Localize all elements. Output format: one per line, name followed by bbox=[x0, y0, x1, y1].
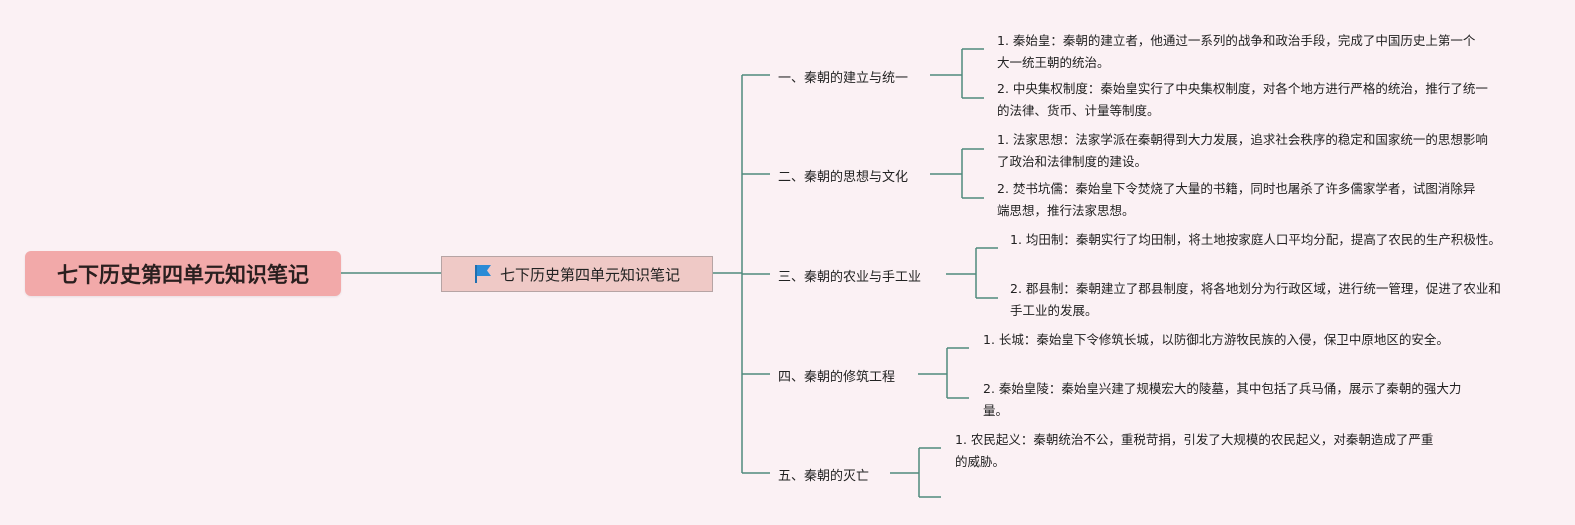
leaf-text: 2. 中央集权制度：秦始皇实行了中央集权制度，对各个地方进行严格的统治，推行了统… bbox=[997, 81, 1488, 118]
topic-node[interactable]: 五、秦朝的灭亡 bbox=[778, 465, 869, 484]
leaf-text: 1. 农民起义：秦朝统治不公，重税苛捐，引发了大规模的农民起义，对秦朝造成了严重… bbox=[955, 432, 1434, 469]
leaf-note[interactable]: 1. 长城：秦始皇下令修筑长城，以防御北方游牧民族的入侵，保卫中原地区的安全。 bbox=[983, 329, 1471, 351]
leaf-text: 1. 秦始皇：秦朝的建立者，他通过一系列的战争和政治手段，完成了中国历史上第一个… bbox=[997, 33, 1476, 70]
topic-label: 四、秦朝的修筑工程 bbox=[778, 370, 896, 385]
flag-icon bbox=[474, 265, 491, 283]
topic-node[interactable]: 一、秦朝的建立与统一 bbox=[778, 67, 908, 86]
leaf-note[interactable]: 1. 秦始皇：秦朝的建立者，他通过一系列的战争和政治手段，完成了中国历史上第一个… bbox=[997, 30, 1487, 74]
leaf-text: 2. 焚书坑儒：秦始皇下令焚烧了大量的书籍，同时也屠杀了许多儒家学者，试图消除异… bbox=[997, 181, 1476, 218]
topic-label: 三、秦朝的农业与手工业 bbox=[778, 270, 922, 285]
root-title: 七下历史第四单元知识笔记 bbox=[57, 262, 309, 287]
leaf-text: 1. 均田制：秦朝实行了均田制，将土地按家庭人口平均分配，提高了农民的生产积极性… bbox=[1010, 232, 1501, 247]
root-node[interactable]: 七下历史第四单元知识笔记 bbox=[25, 251, 341, 296]
leaf-note[interactable]: 2. 郡县制：秦朝建立了郡县制度，将各地划分为行政区域，进行统一管理，促进了农业… bbox=[1010, 278, 1504, 322]
leaf-note[interactable]: 2. 焚书坑儒：秦始皇下令焚烧了大量的书籍，同时也屠杀了许多儒家学者，试图消除异… bbox=[997, 178, 1487, 222]
leaf-text: 2. 秦始皇陵：秦始皇兴建了规模宏大的陵墓，其中包括了兵马俑，展示了秦朝的强大力… bbox=[983, 381, 1462, 418]
topic-node[interactable]: 二、秦朝的思想与文化 bbox=[778, 166, 908, 185]
leaf-text: 1. 法家思想：法家学派在秦朝得到大力发展，追求社会秩序的稳定和国家统一的思想影… bbox=[997, 132, 1488, 169]
topic-label: 五、秦朝的灭亡 bbox=[778, 469, 870, 484]
leaf-note[interactable]: 1. 农民起义：秦朝统治不公，重税苛捐，引发了大规模的农民起义，对秦朝造成了严重… bbox=[955, 429, 1445, 473]
topic-node[interactable]: 三、秦朝的农业与手工业 bbox=[778, 266, 921, 285]
central-topic-node[interactable]: 七下历史第四单元知识笔记 bbox=[441, 256, 713, 292]
leaf-note[interactable]: 1. 法家思想：法家学派在秦朝得到大力发展，追求社会秩序的稳定和国家统一的思想影… bbox=[997, 129, 1489, 173]
leaf-note[interactable]: 1. 均田制：秦朝实行了均田制，将土地按家庭人口平均分配，提高了农民的生产积极性… bbox=[1010, 229, 1504, 251]
leaf-text: 1. 长城：秦始皇下令修筑长城，以防御北方游牧民族的入侵，保卫中原地区的安全。 bbox=[983, 332, 1449, 347]
topic-label: 二、秦朝的思想与文化 bbox=[778, 170, 909, 185]
leaf-text: 2. 郡县制：秦朝建立了郡县制度，将各地划分为行政区域，进行统一管理，促进了农业… bbox=[1010, 281, 1501, 318]
leaf-note[interactable]: 2. 中央集权制度：秦始皇实行了中央集权制度，对各个地方进行严格的统治，推行了统… bbox=[997, 78, 1495, 122]
central-topic-title: 七下历史第四单元知识笔记 bbox=[499, 265, 680, 284]
leaf-note[interactable]: 2. 秦始皇陵：秦始皇兴建了规模宏大的陵墓，其中包括了兵马俑，展示了秦朝的强大力… bbox=[983, 378, 1471, 422]
topic-node[interactable]: 四、秦朝的修筑工程 bbox=[778, 366, 895, 385]
topic-label: 一、秦朝的建立与统一 bbox=[778, 71, 909, 86]
